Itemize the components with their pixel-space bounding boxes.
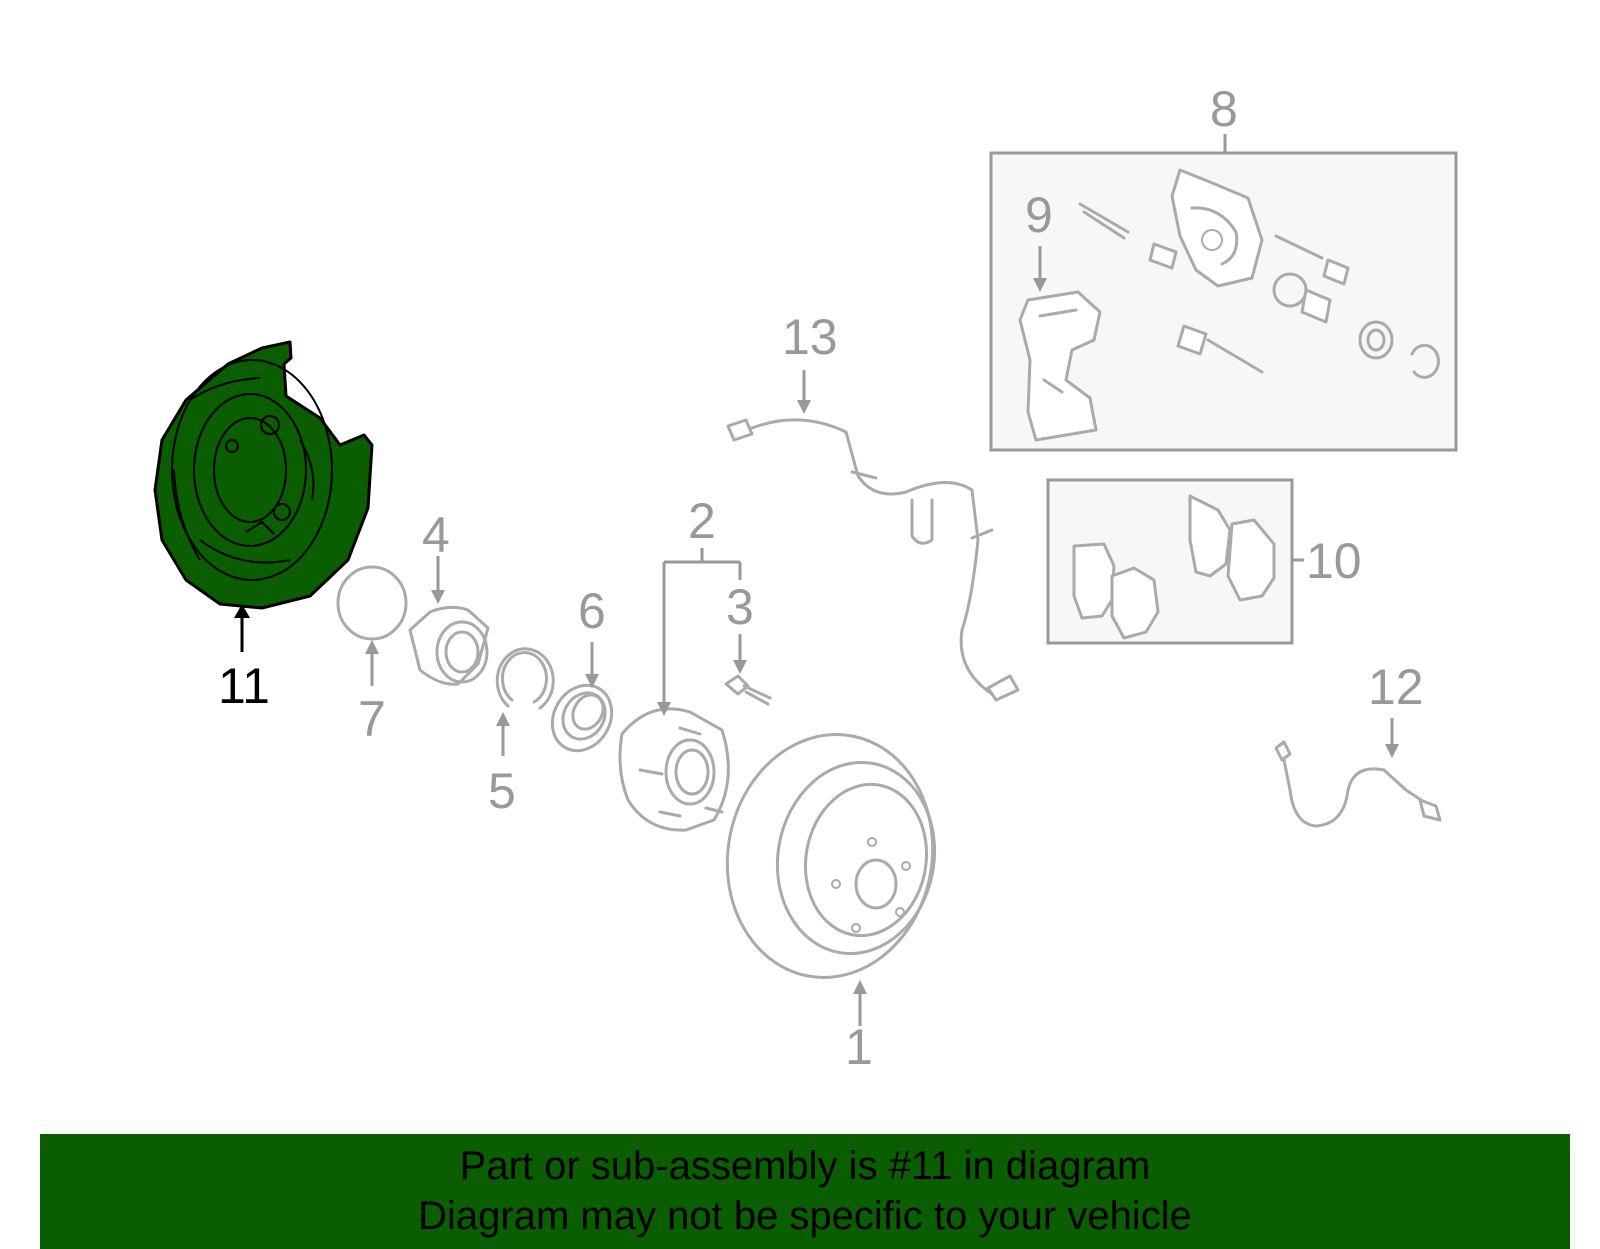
part-3-hub-bolt[interactable] xyxy=(724,674,772,706)
callout-8: 8 xyxy=(1210,81,1238,137)
callout-7: 7 xyxy=(358,691,386,747)
part-2-hub-assembly[interactable] xyxy=(618,707,730,832)
callout-12: 12 xyxy=(1368,659,1424,715)
part-4-hub-bearing[interactable] xyxy=(408,605,490,686)
callout-1: 1 xyxy=(845,1019,873,1075)
part-5-snap-ring[interactable] xyxy=(495,647,555,710)
callout-5: 5 xyxy=(488,763,516,819)
callout-3: 3 xyxy=(726,579,754,635)
callout-6: 6 xyxy=(578,583,606,639)
part-9-caliper-bracket[interactable] xyxy=(1018,290,1102,442)
banner-line-1: Part or sub-assembly is #11 in diagram xyxy=(459,1144,1151,1188)
callout-4: 4 xyxy=(422,507,450,563)
callout-13: 13 xyxy=(782,309,838,365)
part-7-o-ring[interactable] xyxy=(336,565,408,641)
info-banner: Part or sub-assembly is #11 in diagram D… xyxy=(40,1134,1570,1249)
part-11-dust-cover[interactable] xyxy=(153,340,374,610)
callout-11: 11 xyxy=(218,658,270,714)
part-6-oil-seal[interactable] xyxy=(541,675,623,762)
callout-10: 10 xyxy=(1306,533,1362,589)
part-10-brake-pads[interactable] xyxy=(1072,494,1276,640)
part-13-abs-sensor[interactable] xyxy=(726,418,1020,702)
banner-line-2: Diagram may not be specific to your vehi… xyxy=(418,1194,1192,1238)
callout-9: 9 xyxy=(1025,187,1053,243)
part-12-brake-hose[interactable] xyxy=(1274,740,1442,828)
callout-2: 2 xyxy=(688,493,716,549)
part-1-brake-rotor[interactable] xyxy=(708,718,951,994)
part-8-caliper[interactable] xyxy=(1078,168,1440,379)
